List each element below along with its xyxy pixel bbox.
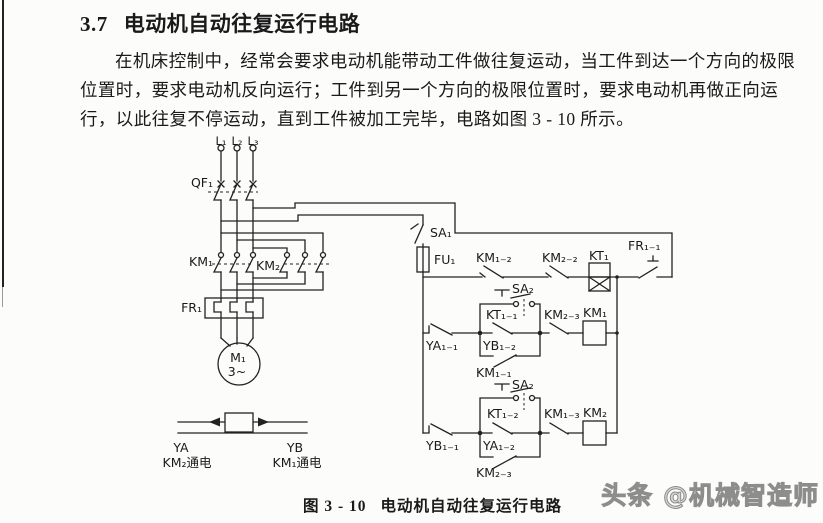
paragraph-line: 在机床控制中，经常会要求电动机能带动工件做往复运动，当工件到达一个方向的极限 xyxy=(115,51,796,71)
label-fr1: FR₁ xyxy=(181,300,202,315)
body-paragraph: 在机床控制中，经常会要求电动机能带动工件做往复运动，当工件到达一个方向的极限 位… xyxy=(80,47,804,134)
section-number: 3.7 xyxy=(80,12,108,36)
diagram-labels: L₁ L₂ L₃ QF₁ KM₁ KM₂ FR₁ M₁ 3~ YA KM₂通电 … xyxy=(163,134,661,480)
label-sa2-upper: SA₂ xyxy=(512,281,534,296)
label-kt1-1: KT₁₋₁ xyxy=(486,307,517,322)
scan-edge-artifact-tail xyxy=(2,287,3,307)
km2-feed-wires xyxy=(220,232,324,253)
timer-kt1-coil xyxy=(588,262,611,278)
label-km1-1: KM₁₋₁ xyxy=(476,365,512,380)
control-feed-wire-left xyxy=(220,214,424,226)
label-motor-phase: 3~ xyxy=(228,364,246,379)
label-yb-note: KM₁通电 xyxy=(273,455,322,470)
label-km2-3-lower: KM₂₋₃ xyxy=(476,465,512,480)
control-row-km2 xyxy=(422,383,618,469)
label-l1: L₁ xyxy=(215,134,226,148)
figure-caption: 图 3 - 10 电动机自动往复运行电路 xyxy=(303,494,562,516)
label-km1-3: KM₁₋₃ xyxy=(544,406,580,421)
label-ya1-1: YA₁₋₁ xyxy=(425,338,458,353)
label-qf1: QF₁ xyxy=(191,175,213,190)
label-ya1-2: YA₁₋₂ xyxy=(482,438,515,453)
label-yb1-2: YB₁₋₂ xyxy=(482,338,516,353)
control-row-km1 xyxy=(422,289,618,368)
breaker-qf1-symbol xyxy=(208,180,258,201)
contactor-km2-main-contacts xyxy=(278,251,327,273)
section-title: 电动机自动往复运行电路 xyxy=(123,12,361,36)
control-circuit xyxy=(410,223,673,469)
label-km2-3-upper: KM₂₋₃ xyxy=(544,307,580,322)
thermal-contact-fr1-1 xyxy=(638,255,659,279)
section-heading: 3.7 电动机自动往复运行电路 xyxy=(80,8,360,38)
fr1-heater-elements xyxy=(213,301,254,313)
label-sa1: SA₁ xyxy=(430,225,452,240)
label-km2-coil: KM₂ xyxy=(583,405,607,420)
paragraph-line: 位置时，要求电动机反向运行；工件到另一个方向的极限位置时，要求电动机再做正向运 xyxy=(80,80,779,100)
label-km2-main: KM₂ xyxy=(256,258,280,273)
km2-return-wires xyxy=(220,271,324,291)
label-km1-coil: KM₁ xyxy=(583,305,607,320)
label-ya: YA xyxy=(172,440,189,455)
pushbutton-sa2-lower xyxy=(479,383,541,434)
label-kt1-2: KT₁₋₂ xyxy=(487,406,518,421)
contactor-km1-coil xyxy=(582,320,607,346)
workpiece-sketch xyxy=(177,412,308,434)
label-fu1: FU₁ xyxy=(434,252,455,267)
label-l2: L₂ xyxy=(231,134,242,148)
control-feed-wire-top xyxy=(252,202,673,278)
arrow-left-icon xyxy=(209,417,220,427)
motor-m1-circle xyxy=(217,342,261,386)
control-row-kt1 xyxy=(422,255,673,292)
label-yb1-1: YB₁₋₁ xyxy=(425,438,459,453)
workpiece-block xyxy=(224,412,254,433)
label-fr1-1: FR₁₋₁ xyxy=(628,238,661,253)
watermark: 头条 @机械智造师 xyxy=(601,481,819,511)
thermal-relay-fr1-box xyxy=(204,297,264,319)
label-motor-m1: M₁ xyxy=(230,350,246,365)
label-kt1: KT₁ xyxy=(589,248,609,263)
paragraph-line: 行，以此往复不停运动，直到工件被加工完毕，电路如图 3 - 10 所示。 xyxy=(80,109,634,129)
pushbutton-sa2-upper xyxy=(479,289,541,334)
label-km1-main: KM₁ xyxy=(189,254,213,269)
figure-title: 电动机自动往复运行电路 xyxy=(380,498,563,515)
label-km1-2: KM₁₋₂ xyxy=(476,250,512,265)
label-km2-2: KM₂₋₂ xyxy=(542,250,578,265)
power-circuit xyxy=(204,144,673,386)
arrow-right-icon xyxy=(258,417,269,427)
contactor-km2-coil xyxy=(582,420,607,446)
label-yb: YB xyxy=(286,440,303,455)
contactor-km1-main-contacts xyxy=(212,251,257,273)
label-ya-note: KM₂通电 xyxy=(163,455,212,470)
label-l3: L₃ xyxy=(247,134,258,148)
scan-edge-artifact xyxy=(2,0,4,287)
figure-number: 图 3 - 10 xyxy=(303,498,367,515)
switch-sa1-symbol xyxy=(410,223,424,244)
label-sa2-lower: SA₂ xyxy=(512,377,534,392)
